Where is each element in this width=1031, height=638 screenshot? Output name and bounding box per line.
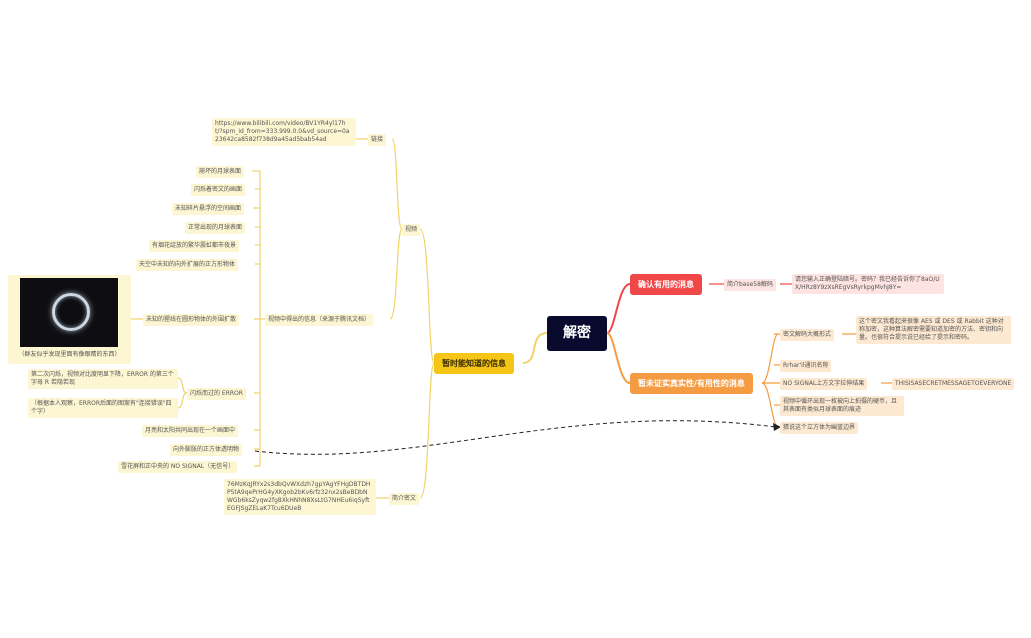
wire-video-children xyxy=(389,138,403,320)
node-cipher-text: 76MzKqJRYx2s3dbQvWXdzh7gpYAgYFHgDBTDHP5t… xyxy=(224,479,376,515)
clue-more-3[interactable]: 雪花屏和正中央的 NO SIGNAL（无信号） xyxy=(118,461,238,473)
clue-image-card[interactable]: （群友似乎发现里面有像眼睛的东西） xyxy=(8,275,131,364)
relationship-dashed-arrow xyxy=(254,420,777,455)
node-clues[interactable]: 视频中得出的信息（来源于腾讯文档） xyxy=(265,314,374,326)
confirmed-method[interactable]: 简介base58解码 xyxy=(724,279,776,291)
glowing-ring-image xyxy=(52,293,90,331)
clue-item-6[interactable]: 天空中未知的向外扩展的正方形物体 xyxy=(136,259,239,271)
clue-image-frame xyxy=(20,278,118,347)
clue-more-1[interactable]: 月亮和太阳共同出现在一个画面中 xyxy=(142,425,239,437)
node-cipher[interactable]: 简介密文 xyxy=(389,493,420,505)
unverified-item-4[interactable]: 视频中循环出现一枚被向上拍摄的硬币，且其表面有类似月球表面的痕迹 xyxy=(780,396,904,416)
branch-known[interactable]: 暂时能知道的信息 xyxy=(434,353,514,374)
branch-unverified[interactable]: 暂未证实真实性/有用性的消息 xyxy=(630,373,753,394)
clue-item-4[interactable]: 正常出现的月球表面 xyxy=(185,222,246,234)
wire-root-unverified xyxy=(606,332,631,384)
branch-confirmed[interactable]: 确认有用的消息 xyxy=(630,274,702,295)
clue-more-2[interactable]: 向外膨胀的正方体透明物 xyxy=(170,444,243,456)
wire-flash-items xyxy=(177,377,188,409)
clue-item-2[interactable]: 闪烁着密文的画面 xyxy=(191,184,246,196)
root-node[interactable]: 解密 xyxy=(547,316,607,351)
clue-image-caption: （群友似乎发现里面有像眼睛的东西） xyxy=(18,351,121,358)
node-link-url[interactable]: https://www.bilibili.com/video/BV1YR4yl1… xyxy=(212,118,356,146)
relationship-arrowhead xyxy=(773,423,781,431)
clue-item-5[interactable]: 有烟花绽放的繁华震虹都市夜景 xyxy=(149,240,240,252)
wire-root-known xyxy=(522,332,548,364)
unverified-item-5[interactable]: 猜说这个立方体为幽蓝边界 xyxy=(780,422,859,434)
confirmed-result[interactable]: 请您输入正确登陆暗号。密码？我已经告诉你了8aO/UX/HRz8Y9zXsREg… xyxy=(792,274,944,294)
clue-item-3[interactable]: 未知碎片悬浮的空间画面 xyxy=(172,203,245,215)
unverified-item-1-detail[interactable]: 这个密文我看起来很像 AES 或 DES 或 Rabbit 这种对称加密，这种算… xyxy=(856,316,1011,344)
node-video[interactable]: 视频 xyxy=(402,224,421,236)
unverified-item-3[interactable]: NO SIGNAL上方文字拉伸结果 xyxy=(780,378,868,390)
wire-known-trunk xyxy=(419,228,435,499)
unverified-item-3-detail[interactable]: THISISASECRETMESSAGETOEVERYONE xyxy=(892,378,1015,390)
flash-item-1[interactable]: 第二次闪烁，视频对比度明显下降，ERROR 的第三个字母 R 若隐若现 xyxy=(28,369,178,389)
flash-item-2[interactable]: （根据本人观察，ERROR后面的图案有"连接错误"四个字） xyxy=(28,398,178,418)
unverified-item-2[interactable]: Rrhar'il通讯名称 xyxy=(780,360,832,372)
wire-unverified-spine xyxy=(761,333,779,428)
wire-root-confirmed xyxy=(606,283,631,334)
clue-expand[interactable]: 未知的猩线在圆形物体的外围扩散 xyxy=(143,314,240,326)
clue-item-1[interactable]: 崩坏的月球表面 xyxy=(196,166,245,178)
node-link[interactable]: 链接 xyxy=(368,134,387,146)
clue-flash[interactable]: 闪烁而过的 ERROR xyxy=(187,388,246,400)
unverified-item-1[interactable]: 密文解码大概形式 xyxy=(780,329,835,341)
